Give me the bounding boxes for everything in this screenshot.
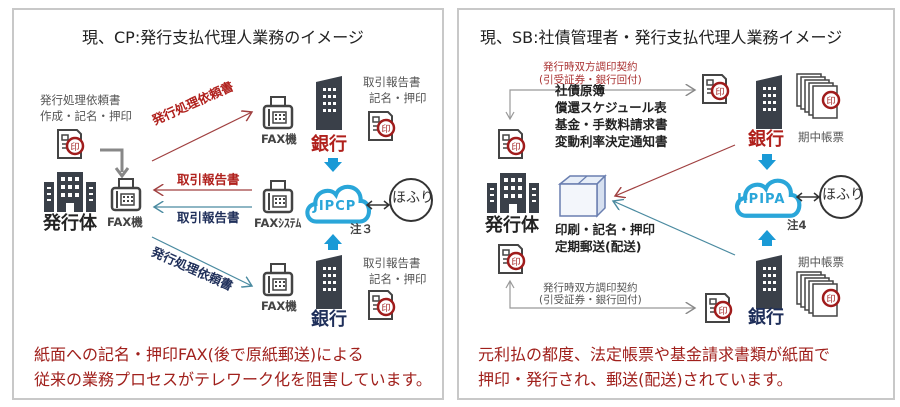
top-bank-label: 銀行 [311, 134, 347, 155]
stamped-document-icon [367, 110, 396, 142]
right-panel-title: 現、SB:社債管理者・発行支払代理人業務イメージ [480, 28, 843, 47]
contract-arrow-bottom [509, 282, 695, 308]
top-bank-doc-label-2: 記名・押印 [369, 91, 427, 105]
fax-icon [110, 178, 142, 212]
delivery-label: 印刷・記名・押印 [555, 222, 656, 237]
stamped-document-icon [701, 73, 730, 105]
contract-arrow-top [509, 90, 695, 118]
note-3: 注３ [350, 222, 373, 236]
stamped-document-icon [497, 243, 526, 275]
issuer-label: 発行体 [43, 213, 97, 234]
fax-icon [262, 96, 294, 130]
hofuri-circle [819, 175, 863, 219]
bank-building-icon [756, 255, 782, 309]
hofuri-label: ほふり [392, 190, 434, 206]
fax-system-label: FAXｼｽﾃﾑ [254, 216, 302, 230]
top-bank-label: 銀行 [748, 129, 784, 150]
arrow-to-bank-bottom [151, 236, 252, 286]
bottom-bank-doc-label-2: 記名・押印 [369, 272, 427, 286]
bottom-fax-label: FAX機 [261, 299, 297, 313]
top-bank-doc-label: 取引報告書 [363, 75, 421, 89]
right-panel [457, 8, 895, 400]
hofuri-label: ほふり [822, 187, 864, 203]
left-footer-line-1: 紙面への記名・押印FAX(後で原紙郵送)による [34, 345, 364, 364]
left-footer-line-2: 従来の業務プロセスがテレワーク化を阻害しています。 [34, 370, 432, 389]
fax-system-icon [262, 180, 294, 214]
issuer-doc-label-2: 作成・記名・押印 [40, 109, 132, 123]
hofuri-circle [389, 178, 433, 222]
top-forms-label: 期中帳票 [798, 130, 844, 144]
jipipa-label: JIPIPA [737, 192, 786, 207]
contract-bottom-label: 発行時双方調印契約 [543, 282, 638, 294]
bottom-bank-label: 銀行 [748, 307, 784, 328]
bank-building-icon [316, 76, 342, 130]
contract-top-label-2: (引受証券・銀行回付) [539, 74, 642, 86]
document-list-item: 社債原簿 [555, 83, 606, 98]
jipcp-label: JIPCP [313, 199, 357, 214]
up-arrow-icon [758, 230, 776, 246]
bank-building-icon [756, 75, 782, 129]
stamped-document-icon [497, 128, 526, 160]
issuer-building-icon [44, 172, 96, 212]
package-box-icon [557, 174, 607, 218]
gray-arrow [100, 148, 124, 172]
arrow-mid-red-label: 取引報告書 [177, 172, 240, 187]
left-panel [12, 8, 444, 400]
arrow-mid-navy-label: 取引報告書 [177, 210, 240, 225]
down-arrow-icon [324, 158, 342, 172]
right-footer-line-1: 元利払の都度、法定帳票や基金請求書類が紙面で [478, 345, 831, 364]
bidirectional-arrow-icon [365, 200, 391, 210]
stacked-forms-icon [795, 270, 841, 318]
top-fax-label: FAX機 [261, 132, 297, 146]
stamped-document-icon [56, 128, 85, 160]
issuer-label: 発行体 [485, 215, 539, 236]
arrow-to-bank-top [151, 112, 252, 162]
note-4: 注4 [787, 218, 807, 232]
document-list-item: 償還スケジュール表 [555, 100, 667, 115]
stamped-document-icon [367, 289, 396, 321]
contract-top-label: 発行時双方調印契約 [543, 61, 638, 73]
issuer-fax-label: FAX機 [107, 215, 143, 229]
right-footer-line-2: 押印・発行され、郵送(配送)されています。 [478, 370, 793, 389]
fax-icon [262, 263, 294, 297]
delivery-label-2: 定期郵送(配送) [555, 239, 642, 254]
arrow-bank-to-issuer-red [615, 144, 736, 196]
stamped-document-icon [704, 292, 733, 324]
document-list-item: 基金・手数料請求書 [555, 117, 668, 132]
document-list-item: 変動利率決定通知書 [555, 134, 668, 149]
bottom-bank-label: 銀行 [311, 309, 347, 330]
bottom-forms-label: 期中帳票 [798, 255, 844, 269]
arrow-bank-to-issuer-blue [613, 201, 736, 256]
bottom-bank-doc-label: 取引報告書 [363, 256, 421, 270]
issuer-building-icon [487, 173, 539, 213]
down-arrow-icon [758, 154, 776, 170]
left-panel-title: 現、CP:発行支払代理人業務のイメージ [82, 28, 364, 47]
issuer-doc-label: 発行処理依頼書 [40, 93, 121, 107]
bank-building-icon [316, 255, 342, 309]
up-arrow-icon [324, 234, 342, 250]
bidirectional-arrow-icon [795, 192, 821, 202]
stacked-forms-icon [795, 72, 841, 120]
contract-bottom-label-2: (引受証券・銀行回付) [539, 294, 642, 306]
